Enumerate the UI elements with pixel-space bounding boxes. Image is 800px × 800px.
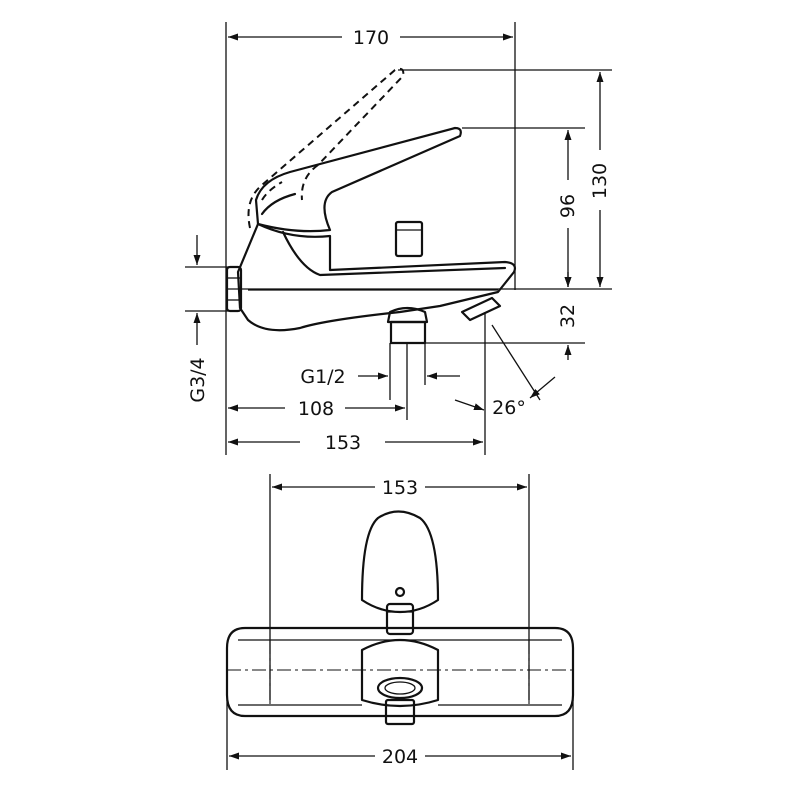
dim-label-96: 96	[557, 194, 579, 218]
spout-outlet	[386, 306, 429, 324]
extension-line-angle	[491, 324, 541, 401]
lever-handle-raised-inner	[261, 181, 283, 201]
dim-arrow-angle-left	[454, 399, 485, 411]
top-view: 153 204	[225, 474, 575, 770]
inlet-connector	[225, 265, 243, 313]
dim-arrow-angle-right	[529, 376, 556, 399]
dim-label-angle-26: 26°	[492, 397, 526, 419]
dim-label-153-top: 153	[382, 477, 418, 499]
spout-outlet-thread	[389, 320, 427, 345]
dim-label-204: 204	[382, 746, 418, 768]
dim-label-108: 108	[298, 398, 334, 420]
top-spout-aerator	[384, 681, 416, 695]
diverter-knob	[394, 220, 424, 258]
top-spout-nozzle	[384, 698, 416, 726]
top-lever-screw	[394, 586, 406, 598]
dim-label-g34: G3/4	[187, 357, 209, 402]
mixer-body-inner-line	[281, 230, 507, 277]
spout-aerator	[460, 296, 502, 322]
dim-label-170: 170	[353, 27, 389, 49]
mixer-body	[236, 222, 517, 332]
lever-handle-raised	[247, 67, 405, 229]
top-body-inner	[238, 639, 562, 706]
side-view: 170 130 96 32 G3/4 G1/2 108 153 26°	[185, 22, 612, 455]
lever-handle-detail	[260, 192, 297, 216]
top-spout-outlet	[376, 676, 424, 700]
top-spout	[360, 638, 440, 708]
dim-label-153-side: 153	[325, 432, 361, 454]
dim-label-130: 130	[589, 163, 611, 199]
dim-label-32: 32	[557, 304, 579, 328]
dim-label-g12: G1/2	[300, 366, 345, 388]
top-body	[225, 626, 575, 718]
lever-handle	[254, 126, 462, 233]
top-diverter-knob	[385, 602, 415, 636]
